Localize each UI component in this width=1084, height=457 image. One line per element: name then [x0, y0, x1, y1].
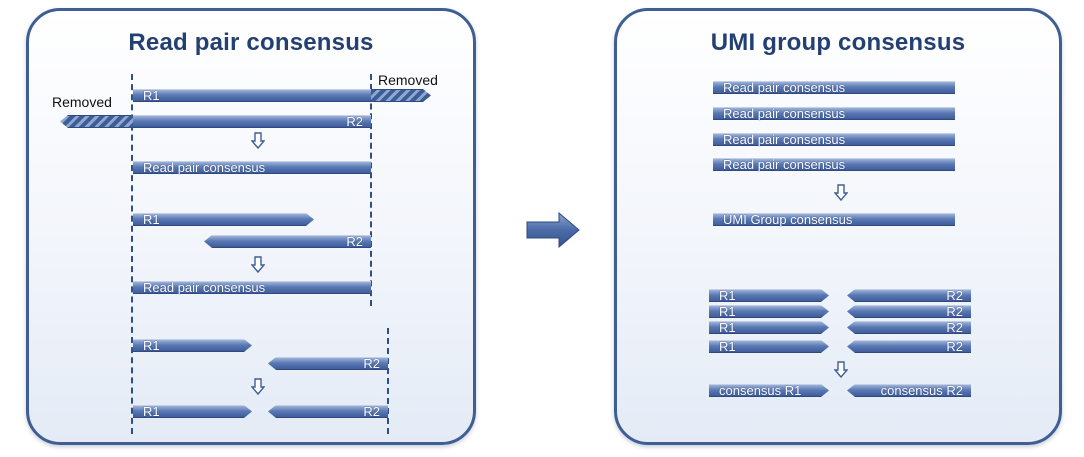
trim-boundary-right-line-upper [370, 74, 372, 306]
umi-group-consensus-bar: UMI Group consensus [713, 213, 955, 226]
example3-output-read2-bar: R2 [268, 405, 388, 418]
down-arrow-icon [834, 184, 848, 202]
example2-read1-bar: R1 [133, 213, 314, 226]
consensus-read2-bar: consensus R2 [847, 384, 971, 397]
example1-read2-removed-overhang [60, 115, 133, 128]
example1-consensus-label: Read pair consensus [143, 160, 266, 175]
pair-read2-bar: R2 [847, 321, 971, 334]
pair-read2-bar: R2 [847, 289, 971, 302]
read-pair-consensus-input-bar: Read pair consensus [713, 81, 955, 94]
example2-read2-label: R2 [346, 234, 363, 249]
example1-consensus-bar: Read pair consensus [133, 161, 371, 174]
pair-read1-bar: R1 [709, 289, 829, 302]
example3-output-read1-label: R1 [143, 404, 160, 419]
down-arrow-icon [251, 132, 265, 150]
pair-read1-bar: R1 [709, 305, 829, 318]
consensus-read1-bar: consensus R1 [709, 384, 829, 397]
down-arrow-icon [834, 361, 848, 379]
example2-read2-bar: R2 [204, 235, 371, 248]
example1-read1-label: R1 [143, 88, 160, 103]
trim-boundary-left-line [131, 74, 133, 434]
example2-consensus-bar: Read pair consensus [133, 281, 371, 294]
pair-read1-label: R1 [719, 339, 736, 354]
example3-read2-label: R2 [363, 356, 380, 371]
read-pair-consensus-input-label: Read pair consensus [723, 80, 846, 95]
consensus-read2-label: consensus R2 [880, 383, 963, 398]
example3-read2-bar: R2 [268, 357, 388, 370]
right-arrow-icon [526, 212, 580, 248]
pair-read1-bar: R1 [709, 340, 829, 353]
example3-read1-label: R1 [143, 338, 160, 353]
read-pair-consensus-input-bar: Read pair consensus [713, 158, 955, 171]
example2-read1-label: R1 [143, 212, 160, 227]
pair-read1-label: R1 [719, 320, 736, 335]
down-arrow-icon [251, 256, 265, 274]
read-pair-consensus-input-label: Read pair consensus [723, 106, 846, 121]
pair-read2-bar: R2 [847, 340, 971, 353]
example1-read1-bar: R1 [133, 89, 371, 102]
example1-read2-label: R2 [346, 114, 363, 129]
umi-group-consensus-label: UMI Group consensus [723, 212, 853, 227]
pair-read2-label: R2 [946, 304, 963, 319]
pair-read2-label: R2 [946, 320, 963, 335]
pair-read2-label: R2 [946, 288, 963, 303]
removed-label-left: Removed [52, 94, 112, 110]
trim-boundary-right-line-lower [387, 328, 389, 434]
pair-read2-label: R2 [946, 339, 963, 354]
read-pair-consensus-input-bar: Read pair consensus [713, 107, 955, 120]
example1-read1-removed-overhang [371, 89, 431, 102]
read-pair-consensus-panel: Read pair consensus [26, 8, 476, 445]
example3-output-read1-bar: R1 [133, 405, 252, 418]
example1-read2-bar: R2 [133, 115, 371, 128]
pair-read1-bar: R1 [709, 321, 829, 334]
panel-title-read-pair-consensus: Read pair consensus [128, 29, 374, 56]
pair-read1-label: R1 [719, 304, 736, 319]
down-arrow-icon [251, 378, 265, 396]
read-pair-consensus-input-label: Read pair consensus [723, 157, 846, 172]
example3-output-read2-label: R2 [363, 404, 380, 419]
removed-label-right: Removed [378, 72, 438, 88]
pair-read1-label: R1 [719, 288, 736, 303]
example3-read1-bar: R1 [133, 339, 252, 352]
example2-consensus-label: Read pair consensus [143, 280, 266, 295]
pair-read2-bar: R2 [847, 305, 971, 318]
read-pair-consensus-input-bar: Read pair consensus [713, 133, 955, 146]
panel-title-umi-group-consensus: UMI group consensus [710, 29, 966, 56]
read-pair-consensus-input-label: Read pair consensus [723, 132, 846, 147]
consensus-read1-label: consensus R1 [719, 383, 802, 398]
